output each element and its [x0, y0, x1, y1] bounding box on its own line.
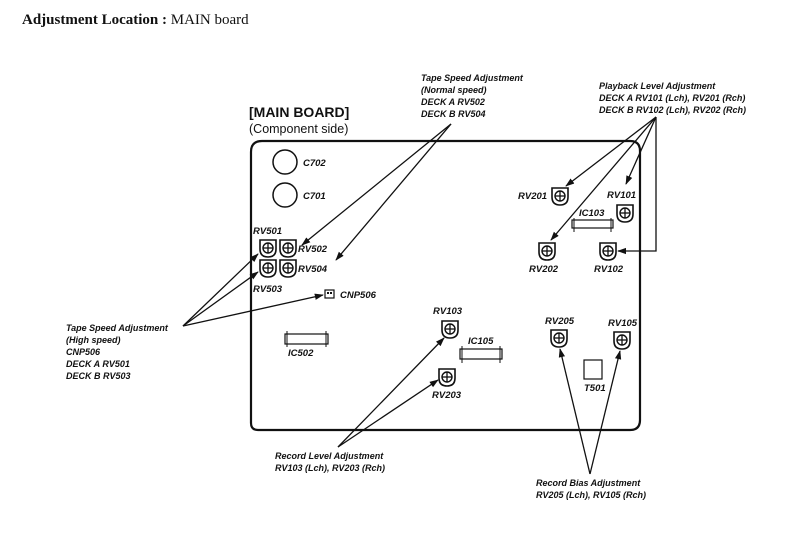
- pot-label-rv503: RV503: [253, 284, 283, 295]
- pot-label-rv102: RV102: [594, 264, 624, 275]
- ic-label: IC502: [288, 348, 314, 359]
- svg-text:DECK B RV504: DECK B RV504: [421, 109, 486, 119]
- potentiometer-rv502[interactable]: [279, 239, 297, 258]
- svg-text:DECK A RV501: DECK A RV501: [66, 359, 130, 369]
- board-heading: [MAIN BOARD]: [249, 104, 349, 120]
- potentiometer-rv203[interactable]: [438, 368, 456, 387]
- ic-label: IC103: [579, 208, 605, 219]
- page-title-label: Adjustment Location :: [22, 12, 167, 28]
- capacitor-label: C701: [303, 191, 326, 202]
- arrow-to-rv203: [337, 379, 439, 448]
- transformer-t501: [583, 359, 603, 380]
- arrow-to-cnp506: [182, 293, 324, 327]
- connector-label: CNP506: [340, 290, 377, 301]
- arrow-to-rv202: [550, 116, 657, 241]
- potentiometer-rv205[interactable]: [550, 329, 568, 348]
- arrow-to-rv103: [337, 337, 445, 448]
- note-record-level: Record Level Adjustment RV103 (Lch), RV2…: [275, 451, 385, 473]
- potentiometer-rv102[interactable]: [599, 242, 617, 261]
- svg-text:(High speed): (High speed): [66, 335, 121, 345]
- note-tape-speed-high: Tape Speed Adjustment (High speed) CNP50…: [66, 323, 169, 381]
- svg-text:Playback Level Adjustment: Playback Level Adjustment: [599, 81, 716, 91]
- board-outline: [249, 139, 642, 432]
- pot-label-rv201: RV201: [518, 191, 547, 202]
- arrow-to-rv503: [182, 271, 259, 327]
- pot-label-rv205: RV205: [545, 316, 575, 327]
- note-playback-level: Playback Level Adjustment DECK A RV101 (…: [599, 81, 746, 115]
- capacitor-c702: [272, 149, 298, 175]
- pot-label-rv103: RV103: [433, 306, 463, 317]
- potentiometer-rv501[interactable]: [259, 239, 277, 258]
- connector-cnp506: [324, 289, 335, 299]
- arrow-to-rv502: [301, 123, 452, 246]
- svg-text:CNP506: CNP506: [66, 347, 101, 357]
- svg-text:DECK A RV101 (Lch), RV201 (Rch: DECK A RV101 (Lch), RV201 (Rch): [599, 93, 745, 103]
- note-tape-speed-normal: Tape Speed Adjustment (Normal speed) DEC…: [421, 73, 524, 119]
- svg-text:(Normal speed): (Normal speed): [421, 85, 487, 95]
- arrow-to-rv101: [625, 116, 657, 185]
- arrow-to-rv102: [617, 117, 657, 255]
- svg-text:Tape Speed Adjustment: Tape Speed Adjustment: [421, 73, 524, 83]
- arrow-to-rv501: [182, 253, 259, 327]
- capacitor-c701: [272, 182, 298, 208]
- svg-text:RV103 (Lch), RV203 (Rch): RV103 (Lch), RV203 (Rch): [275, 463, 385, 473]
- ic-ic103: [571, 218, 614, 232]
- page-title: Adjustment Location : MAIN board: [22, 12, 249, 29]
- pot-label-rv101: RV101: [607, 190, 636, 201]
- note-record-bias: Record Bias Adjustment RV205 (Lch), RV10…: [536, 478, 646, 500]
- pot-label-rv502: RV502: [298, 244, 328, 255]
- arrow-to-rv201: [565, 116, 657, 187]
- pot-label-rv203: RV203: [432, 390, 462, 401]
- potentiometer-rv201[interactable]: [551, 187, 569, 206]
- svg-text:Tape Speed Adjustment: Tape Speed Adjustment: [66, 323, 169, 333]
- arrow-to-rv105: [589, 350, 622, 475]
- arrow-to-rv205: [558, 348, 591, 475]
- pot-label-rv501: RV501: [253, 226, 282, 237]
- board-subheading: (Component side): [249, 122, 348, 136]
- ic-label: IC105: [468, 336, 494, 347]
- arrow-to-rv504: [335, 123, 452, 261]
- svg-text:RV205 (Lch), RV105 (Rch): RV205 (Lch), RV105 (Rch): [536, 490, 646, 500]
- page-title-value: MAIN board: [167, 12, 249, 28]
- svg-text:DECK B RV503: DECK B RV503: [66, 371, 131, 381]
- transformer-label: T501: [584, 383, 606, 394]
- svg-text:DECK A RV502: DECK A RV502: [421, 97, 485, 107]
- potentiometer-rv103[interactable]: [441, 320, 459, 339]
- potentiometer-rv503[interactable]: [259, 259, 277, 278]
- ic-ic502: [284, 331, 329, 347]
- capacitor-label: C702: [303, 158, 326, 169]
- ic-ic105: [459, 346, 503, 363]
- pot-label-rv105: RV105: [608, 318, 638, 329]
- potentiometer-rv504[interactable]: [279, 259, 297, 278]
- svg-text:Record Level Adjustment: Record Level Adjustment: [275, 451, 384, 461]
- pot-label-rv202: RV202: [529, 264, 559, 275]
- potentiometer-rv101[interactable]: [616, 204, 634, 223]
- svg-text:Record Bias Adjustment: Record Bias Adjustment: [536, 478, 641, 488]
- pot-label-rv504: RV504: [298, 264, 328, 275]
- potentiometer-rv202[interactable]: [538, 242, 556, 261]
- potentiometer-rv105[interactable]: [613, 331, 631, 350]
- svg-text:DECK B RV102 (Lch), RV202 (Rch: DECK B RV102 (Lch), RV202 (Rch): [599, 105, 746, 115]
